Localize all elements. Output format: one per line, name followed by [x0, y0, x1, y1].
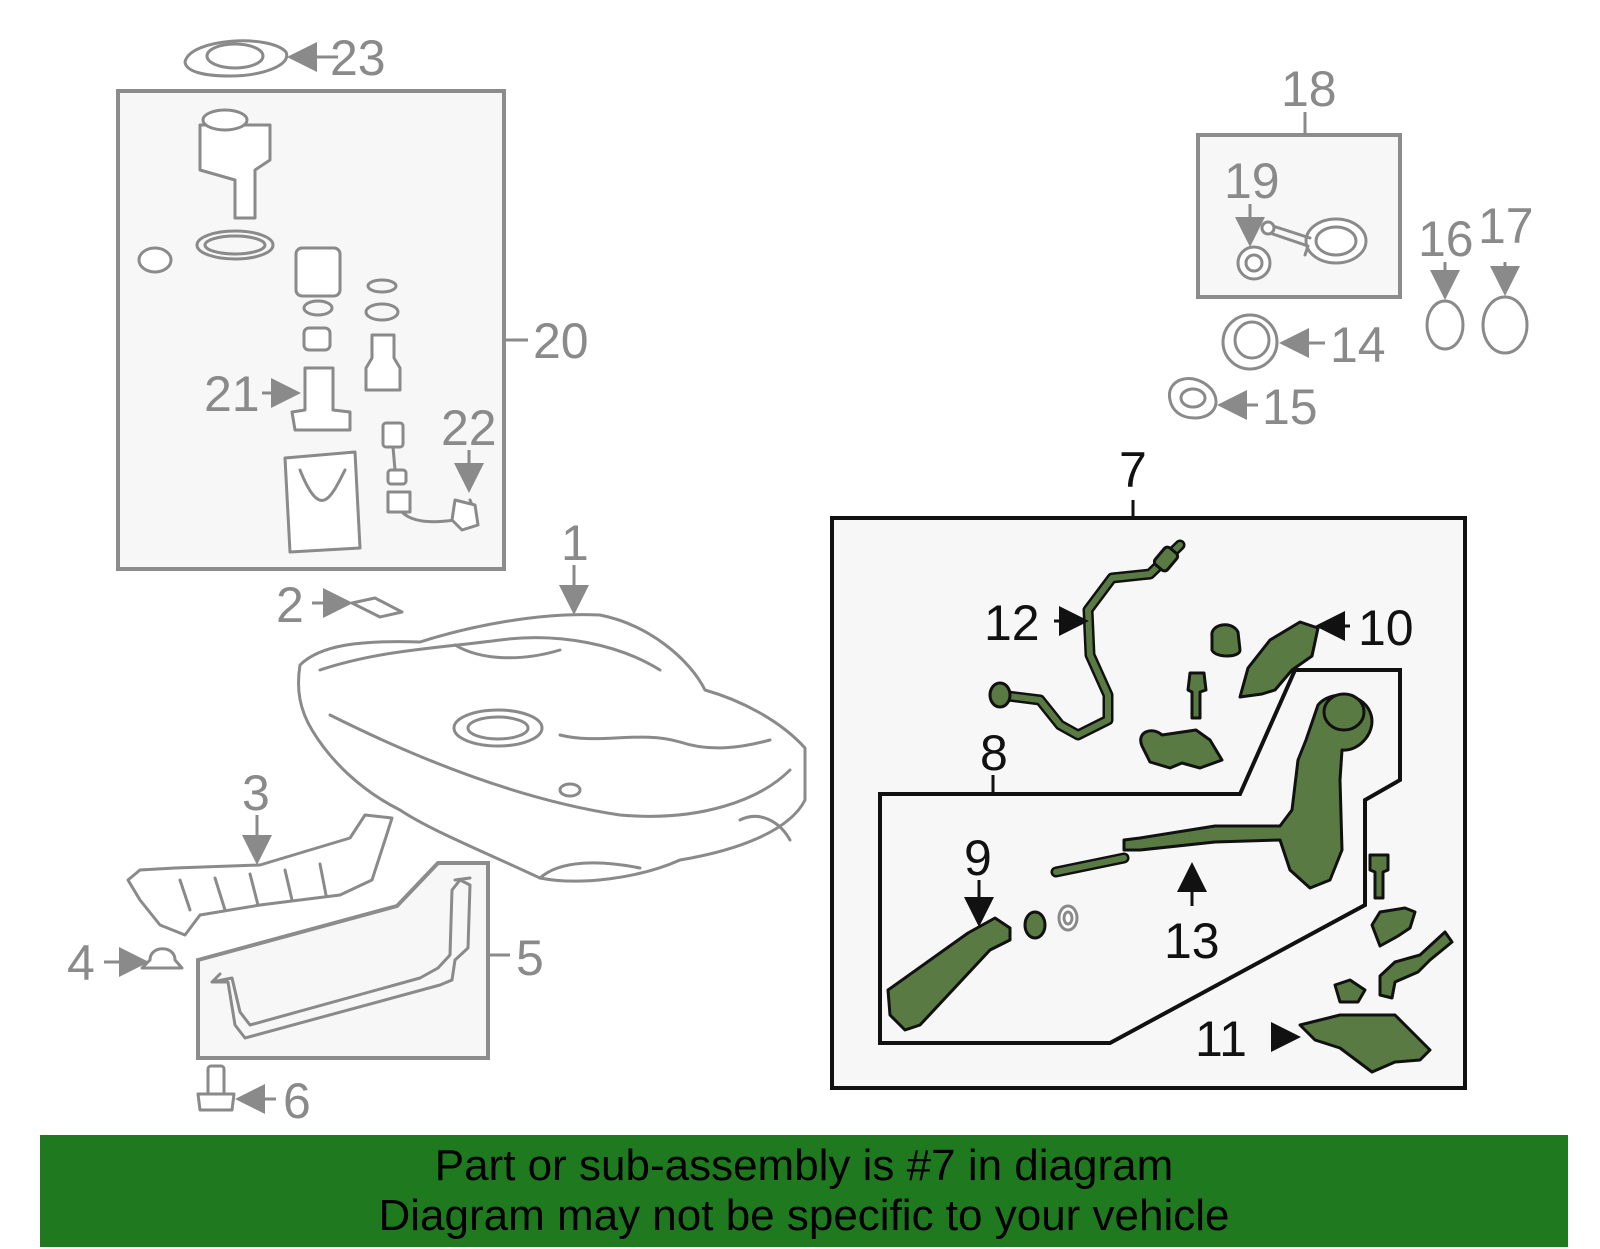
callout-13[interactable]: 13: [1164, 913, 1220, 969]
callout-9[interactable]: 9: [964, 830, 992, 886]
callout-7[interactable]: 7: [1119, 442, 1147, 498]
callout-6[interactable]: 6: [283, 1073, 311, 1129]
part-1-fuel-tank[interactable]: [297, 613, 807, 883]
callout-19[interactable]: 19: [1224, 153, 1280, 209]
part-16-o-ring[interactable]: [1425, 299, 1465, 351]
callout-4[interactable]: 4: [67, 935, 95, 991]
callout-8[interactable]: 8: [980, 725, 1008, 781]
callout-15[interactable]: 15: [1262, 379, 1318, 435]
part-13-filler-pipe[interactable]: [1050, 692, 1374, 890]
part-17-o-ring[interactable]: [1481, 295, 1529, 355]
box-8-pipe-sub-assembly: [878, 668, 1402, 1045]
part-3-shield[interactable]: [126, 813, 394, 937]
callout-23[interactable]: 23: [330, 30, 386, 86]
part-15-gasket[interactable]: [1168, 377, 1218, 420]
callout-14[interactable]: 14: [1330, 317, 1386, 373]
part-23-ring[interactable]: [183, 39, 289, 78]
box-18-fuel-cap: [1196, 133, 1402, 299]
pipe-brackets[interactable]: [1298, 853, 1454, 1074]
part-10-filler-bracket[interactable]: [1139, 620, 1320, 770]
part-2-pad[interactable]: [350, 596, 404, 619]
callout-5[interactable]: 5: [516, 930, 544, 986]
box-5-straps: [196, 861, 490, 1060]
callout-21[interactable]: 21: [204, 366, 260, 422]
callout-20[interactable]: 20: [533, 313, 589, 369]
disclaimer-banner: Part or sub-assembly is #7 in diagram Di…: [40, 1135, 1568, 1247]
part-5-straps[interactable]: [210, 876, 472, 1040]
callout-22[interactable]: 22: [441, 400, 497, 456]
part-9-inlet-hose[interactable]: [886, 904, 1079, 1032]
fuel-pump-parts[interactable]: [137, 108, 480, 554]
banner-line-disclaimer: Diagram may not be specific to your vehi…: [378, 1191, 1230, 1240]
callout-11[interactable]: 11: [1195, 1011, 1247, 1067]
callout-18[interactable]: 18: [1281, 61, 1337, 117]
banner-line-assembly: Part or sub-assembly is #7 in diagram: [434, 1141, 1174, 1190]
callout-12[interactable]: 12: [984, 595, 1040, 651]
callout-17[interactable]: 17: [1478, 198, 1534, 254]
part-4-clip[interactable]: [140, 947, 184, 970]
part-12-breather-tube[interactable]: [988, 539, 1186, 741]
callout-2[interactable]: 2: [276, 577, 304, 633]
part-14-housing[interactable]: [1221, 313, 1279, 371]
callout-16[interactable]: 16: [1418, 211, 1474, 267]
callout-3[interactable]: 3: [242, 765, 270, 821]
callout-10[interactable]: 10: [1358, 600, 1414, 656]
callout-1[interactable]: 1: [561, 515, 589, 571]
fuel-cap-parts[interactable]: [1236, 217, 1368, 281]
part-6-bolt[interactable]: [196, 1064, 236, 1112]
